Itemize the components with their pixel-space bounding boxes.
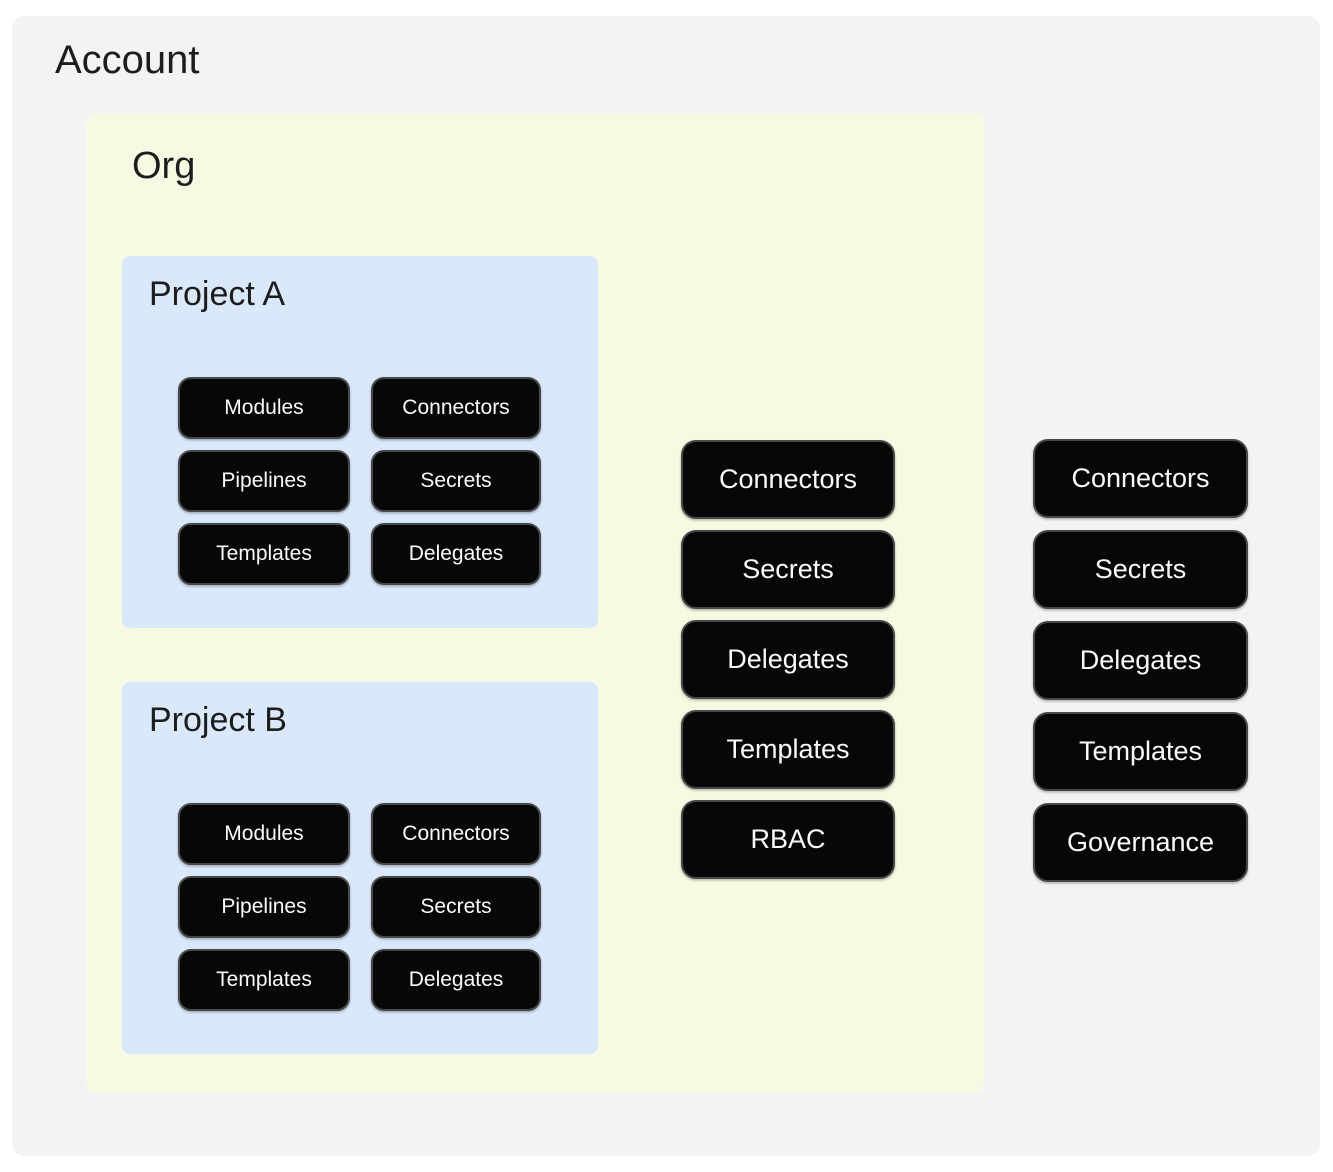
project-a-title: Project A: [149, 275, 286, 313]
org-node-connectors: Connectors: [681, 440, 895, 519]
org-node-rbac: RBAC: [681, 800, 895, 879]
project-b-node-delegates: Delegates: [371, 949, 541, 1011]
project-b-node-secrets: Secrets: [371, 876, 541, 938]
org-node-column: Connectors Secrets Delegates Templates R…: [681, 440, 895, 879]
project-b-node-grid: Modules Connectors Pipelines Secrets Tem…: [178, 803, 541, 1011]
project-b-node-modules: Modules: [178, 803, 350, 865]
account-node-governance: Governance: [1033, 803, 1248, 882]
account-node-column: Connectors Secrets Delegates Templates G…: [1033, 439, 1248, 882]
account-container: Account Org Project A Modules Connectors…: [12, 16, 1320, 1156]
account-node-connectors: Connectors: [1033, 439, 1248, 518]
project-b-node-templates: Templates: [178, 949, 350, 1011]
project-a-container: Project A Modules Connectors Pipelines S…: [122, 256, 598, 628]
project-a-node-pipelines: Pipelines: [178, 450, 350, 512]
org-node-delegates: Delegates: [681, 620, 895, 699]
account-node-secrets: Secrets: [1033, 530, 1248, 609]
project-b-title: Project B: [149, 701, 287, 739]
project-b-node-connectors: Connectors: [371, 803, 541, 865]
project-b-container: Project B Modules Connectors Pipelines S…: [122, 682, 598, 1054]
org-node-secrets: Secrets: [681, 530, 895, 609]
project-a-node-grid: Modules Connectors Pipelines Secrets Tem…: [178, 377, 541, 585]
project-a-node-secrets: Secrets: [371, 450, 541, 512]
org-node-templates: Templates: [681, 710, 895, 789]
project-a-node-connectors: Connectors: [371, 377, 541, 439]
account-node-templates: Templates: [1033, 712, 1248, 791]
org-container: Org Project A Modules Connectors Pipelin…: [86, 113, 984, 1093]
project-b-node-pipelines: Pipelines: [178, 876, 350, 938]
project-a-node-delegates: Delegates: [371, 523, 541, 585]
project-a-node-modules: Modules: [178, 377, 350, 439]
org-title: Org: [132, 145, 196, 187]
project-a-node-templates: Templates: [178, 523, 350, 585]
account-title: Account: [55, 38, 200, 82]
account-node-delegates: Delegates: [1033, 621, 1248, 700]
